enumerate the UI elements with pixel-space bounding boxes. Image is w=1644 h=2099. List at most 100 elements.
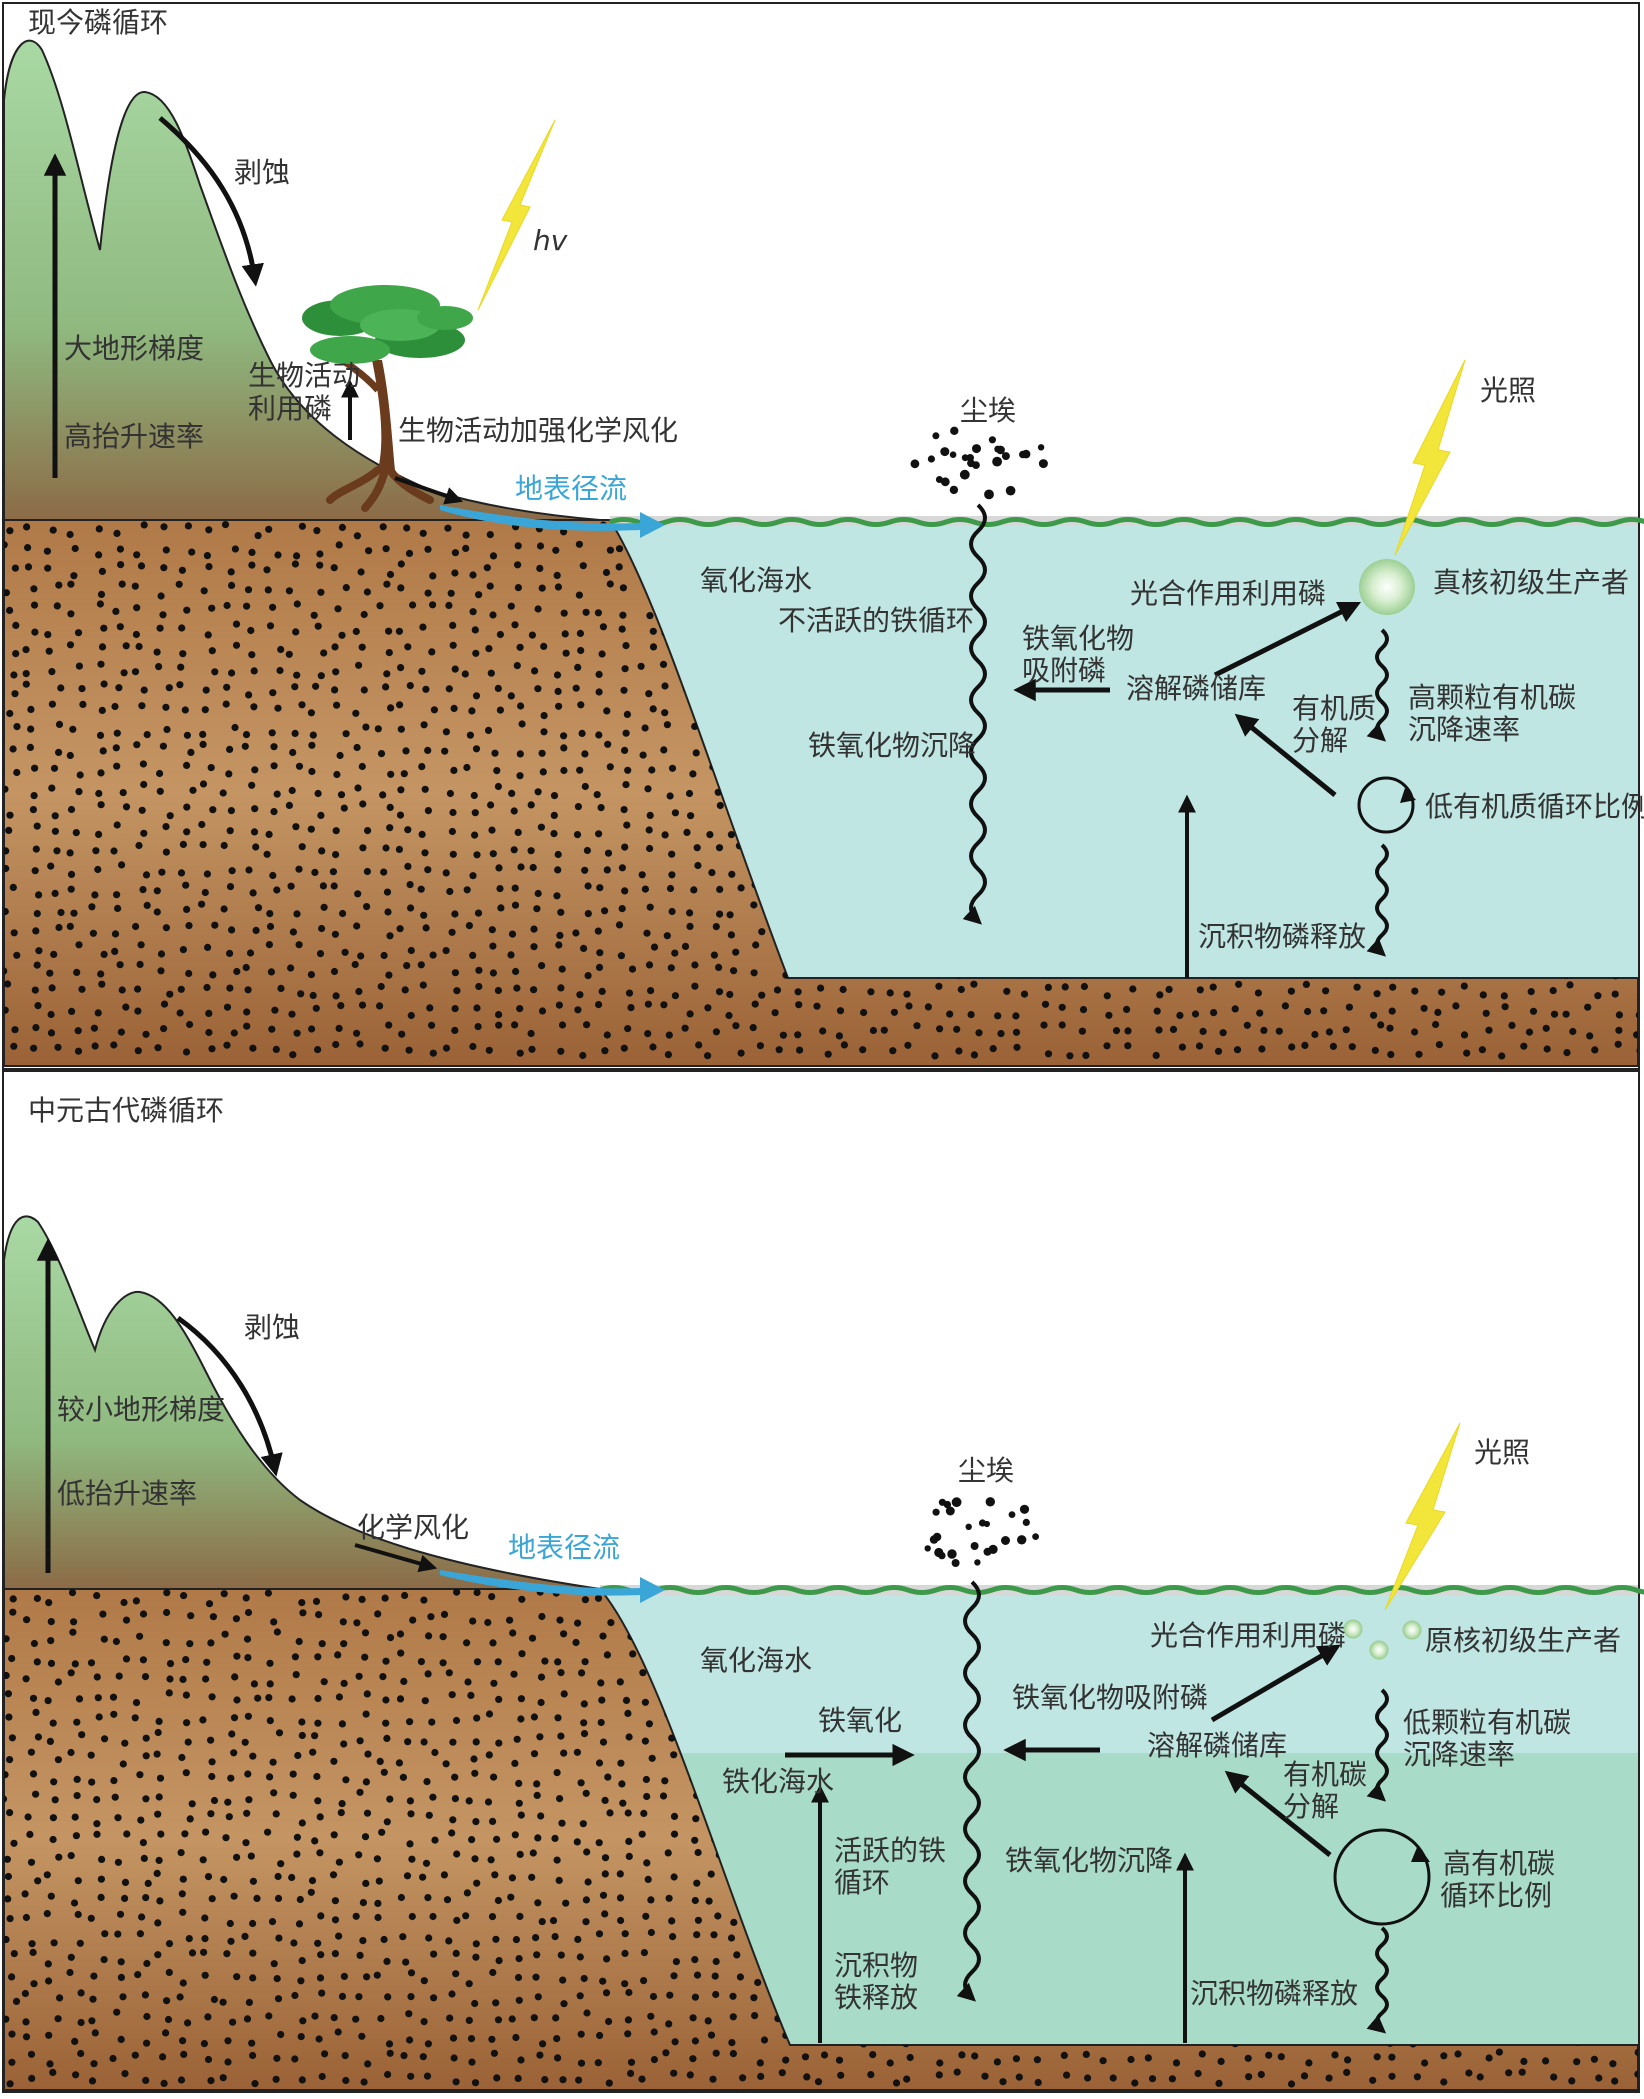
sediment-dot (47, 1738, 54, 1745)
sediment-dot (692, 1994, 699, 2001)
sediment-dot (780, 1032, 787, 1039)
sediment-dot (299, 1732, 306, 1739)
sediment-dot (337, 1002, 344, 1009)
sediment-dot (508, 790, 515, 797)
sediment-dot (114, 1931, 121, 1938)
sediment-dot (5, 1714, 12, 1721)
sediment-dot (57, 909, 64, 916)
sediment-dot (91, 1025, 98, 1032)
sediment-dot (396, 701, 403, 708)
sediment-dot (31, 765, 38, 772)
sediment-dot (163, 546, 170, 553)
sediment-dot (98, 1856, 105, 1863)
sediment-dot (382, 1720, 389, 1727)
sediment-dot (6, 1756, 13, 1763)
sediment-dot (156, 1897, 163, 1904)
sediment-dot (338, 1809, 345, 1816)
sediment-dot (330, 1758, 337, 1765)
sediment-dot (1477, 2073, 1484, 2080)
sediment-dot (555, 583, 562, 590)
sediment-dot (558, 1820, 565, 1827)
sediment-dot (233, 1973, 240, 1980)
erosion-label-present: 剥蚀 (234, 156, 290, 189)
sediment-dot (110, 1041, 117, 1048)
sediment-dot (1530, 1008, 1537, 1015)
sediment-dot (624, 711, 631, 718)
sediment-dot (244, 2015, 251, 2022)
sediment-dot (397, 1650, 404, 1657)
sediment-dot (70, 910, 77, 917)
sediment-dot (796, 1047, 803, 1054)
sediment-dot (137, 1930, 144, 1937)
sediment-dot (935, 983, 942, 990)
sediment-dot (361, 686, 368, 693)
sediment-dot (182, 1656, 189, 1663)
sediment-dot (581, 867, 588, 874)
sediment-dot (515, 542, 522, 549)
sediment-dot (536, 565, 543, 572)
sediment-dot (713, 2050, 720, 2057)
sediment-dot (642, 1913, 649, 1920)
sediment-dot (354, 784, 361, 791)
sediment-dot (551, 812, 558, 819)
sediment-dot (11, 690, 18, 697)
sediment-dot (495, 1740, 502, 1747)
sediment-dot (1105, 1012, 1112, 1019)
sediment-dot (113, 891, 120, 898)
sediment-dot (268, 968, 275, 975)
sediment-dot (623, 1697, 630, 1704)
sediment-dot (750, 1994, 757, 2001)
sediment-dot (249, 1974, 256, 1981)
sediment-dot (774, 986, 781, 993)
sediment-dot (794, 1031, 801, 1038)
sediment-dot (384, 1993, 391, 2000)
sediment-dot (552, 2014, 559, 2021)
sediment-dot (495, 864, 502, 871)
sediment-dot (361, 1654, 368, 1661)
sediment-dot (600, 1892, 607, 1899)
sediment-dot (606, 1809, 613, 1816)
sediment-dot (74, 1792, 81, 1799)
sediment-dot (1563, 1049, 1570, 1056)
sediment-dot (75, 1877, 82, 1884)
sediment-dot (311, 2013, 318, 2020)
sediment-dot (488, 2036, 495, 2043)
sediment-dot (143, 1752, 150, 1759)
sediment-dot (1528, 988, 1535, 995)
sediment-dot (623, 822, 630, 829)
sediment-dot (6, 812, 13, 819)
sediment-dot (93, 1831, 100, 1838)
sediment-dot (424, 546, 431, 553)
sediment-dot (560, 1630, 567, 1637)
sediment-dot (695, 1041, 702, 1048)
sediment-dot (443, 728, 450, 735)
sediment-dot (404, 1872, 411, 1879)
sediment-dot (242, 1739, 249, 1746)
sediment-dot (319, 1640, 326, 1647)
sediment-dot (138, 1913, 145, 1920)
oc-decomp-label-2: 分解 (1283, 1790, 1339, 1823)
sediment-dot (223, 1950, 230, 1957)
sediment-dot (534, 1899, 541, 1906)
sediment-dot (492, 1999, 499, 2006)
sediment-dot (132, 583, 139, 590)
sediment-dot (423, 1778, 430, 1785)
sediment-dot (1322, 987, 1329, 994)
sediment-dot (418, 961, 425, 968)
sediment-dot (23, 2033, 30, 2040)
sediment-dot (583, 1021, 590, 1028)
sediment-dot (69, 1629, 76, 1636)
sediment-dot (538, 1674, 545, 1681)
sediment-dot (332, 1897, 339, 1904)
sediment-dot (453, 987, 460, 994)
sediment-dot (1195, 2070, 1202, 2077)
sediment-dot (270, 1789, 277, 1796)
sediment-dot (209, 1758, 216, 1765)
sediment-dot (49, 984, 56, 991)
sediment-dot (379, 791, 386, 798)
sediment-dot (228, 582, 235, 589)
sediment-dot (374, 1855, 381, 1862)
sediment-dot (114, 1814, 121, 1821)
sediment-dot (596, 671, 603, 678)
sediment-dot (255, 904, 262, 911)
